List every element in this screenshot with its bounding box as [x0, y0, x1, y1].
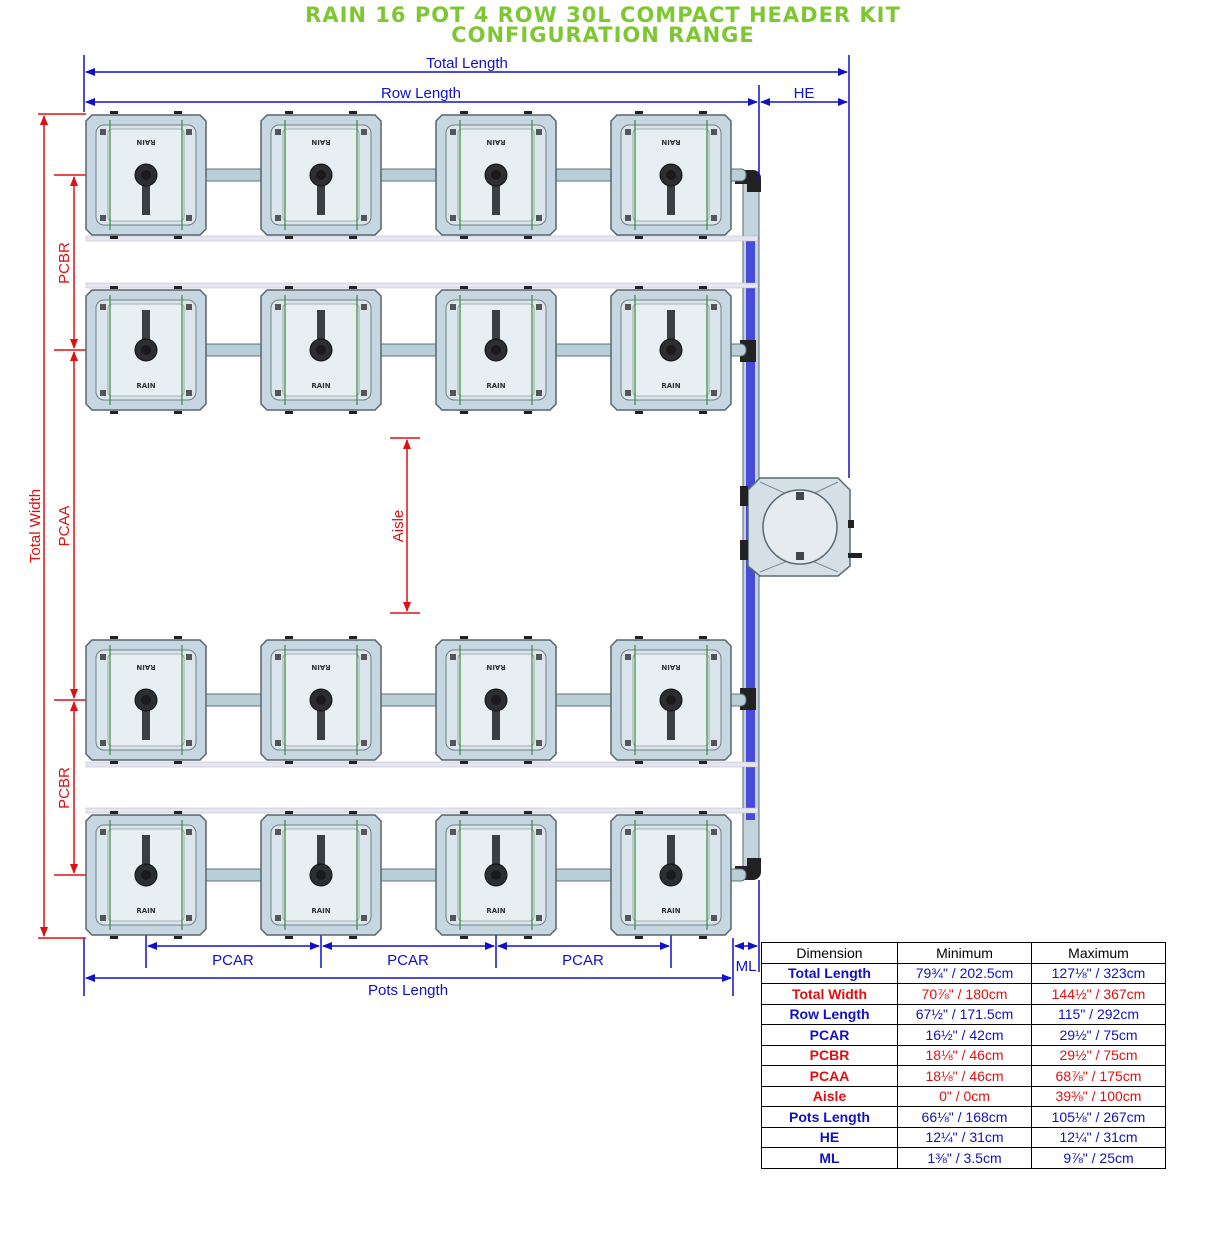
minimum-value: 12¼" / 31cm [897, 1126, 1032, 1148]
minimum-value: 18⅛" / 46cm [897, 1044, 1032, 1066]
minimum-value: 18⅛" / 46cm [897, 1065, 1032, 1087]
dimension-name: Total Width [761, 983, 898, 1005]
pcbr-label-bottom: PCBR [56, 767, 73, 809]
maximum-value: 127⅛" / 323cm [1031, 962, 1166, 984]
dimension-name: HE [761, 1126, 898, 1148]
pot-logo: RAIN [661, 907, 680, 915]
header-tank [740, 477, 862, 577]
pcar-label-2: PCAR [387, 952, 429, 969]
pot: RAIN [435, 636, 557, 764]
pcaa-label: PCAA [56, 506, 73, 547]
pot-logo: RAIN [311, 907, 330, 915]
pcbr-label-top: PCBR [56, 242, 73, 284]
table-header-row: Dimension Minimum Maximum [761, 942, 1166, 964]
pot: RAIN [260, 286, 382, 414]
pot-logo: RAIN [661, 138, 680, 146]
maximum-value: 29½" / 75cm [1031, 1024, 1166, 1046]
pot: RAIN [610, 811, 732, 939]
column-header-maximum: Maximum [1031, 942, 1166, 964]
pot: RAIN [435, 811, 557, 939]
minimum-value: 1⅜" / 3.5cm [897, 1147, 1032, 1169]
maximum-value: 12¼" / 31cm [1031, 1126, 1166, 1148]
minimum-value: 70⅞" / 180cm [897, 983, 1032, 1005]
pot: RAIN [85, 811, 207, 939]
pot-logo: RAIN [136, 138, 155, 146]
pot-logo: RAIN [136, 382, 155, 390]
pot-logo: RAIN [486, 138, 505, 146]
pot: RAIN [260, 636, 382, 764]
dimension-name: PCBR [761, 1044, 898, 1066]
maximum-value: 105⅛" / 267cm [1031, 1106, 1166, 1128]
pot-logo: RAIN [311, 382, 330, 390]
row-length-label: Row Length [381, 85, 461, 102]
total-length-label: Total Length [426, 55, 508, 72]
minimum-value: 66⅛" / 168cm [897, 1106, 1032, 1128]
dimension-name: PCAA [761, 1065, 898, 1087]
column-header-minimum: Minimum [897, 942, 1032, 964]
pot-logo: RAIN [661, 382, 680, 390]
pot: RAIN [610, 636, 732, 764]
minimum-value: 16½" / 42cm [897, 1024, 1032, 1046]
ml-label: ML [736, 958, 757, 975]
pot-logo: RAIN [136, 907, 155, 915]
dimension-name: Row Length [761, 1003, 898, 1025]
maximum-value: 68⅞" / 175cm [1031, 1065, 1166, 1087]
maximum-value: 115" / 292cm [1031, 1003, 1166, 1025]
pot-logo: RAIN [311, 663, 330, 671]
pot: RAIN [435, 111, 557, 239]
pot-logo: RAIN [311, 138, 330, 146]
pot-logo: RAIN [486, 907, 505, 915]
maximum-value: 9⅞" / 25cm [1031, 1147, 1166, 1169]
dimension-name: Total Length [761, 962, 898, 984]
pot: RAIN [85, 111, 207, 239]
dimension-name: Pots Length [761, 1106, 898, 1128]
pots-length-label: Pots Length [368, 982, 448, 999]
pot: RAIN [435, 286, 557, 414]
minimum-value: 0" / 0cm [897, 1085, 1032, 1107]
dimension-name: Aisle [761, 1085, 898, 1107]
column-header-dimension: Dimension [761, 942, 898, 964]
pot: RAIN [85, 286, 207, 414]
minimum-value: 67½" / 171.5cm [897, 1003, 1032, 1025]
maximum-value: 144½" / 367cm [1031, 983, 1166, 1005]
he-label: HE [794, 85, 815, 102]
pot: RAIN [610, 111, 732, 239]
pot: RAIN [85, 636, 207, 764]
pot: RAIN [260, 111, 382, 239]
pot-logo: RAIN [661, 663, 680, 671]
maximum-value: 39⅜" / 100cm [1031, 1085, 1166, 1107]
minimum-value: 79¾" / 202.5cm [897, 962, 1032, 984]
pcar-label-1: PCAR [212, 952, 254, 969]
dimension-name: PCAR [761, 1024, 898, 1046]
total-width-label: Total Width [27, 489, 44, 563]
pot: RAIN [610, 286, 732, 414]
diagram-title-line2: CONFIGURATION RANGE [451, 23, 755, 47]
maximum-value: 29½" / 75cm [1031, 1044, 1166, 1066]
pcar-label-3: PCAR [562, 952, 604, 969]
aisle-label: Aisle [390, 510, 407, 543]
diagram-title-line1: RAIN 16 POT 4 ROW 30L COMPACT HEADER KIT [305, 3, 901, 27]
pot-logo: RAIN [136, 663, 155, 671]
pot: RAIN [260, 811, 382, 939]
pot-logo: RAIN [486, 382, 505, 390]
pot-logo: RAIN [486, 663, 505, 671]
dimension-name: ML [761, 1147, 898, 1169]
